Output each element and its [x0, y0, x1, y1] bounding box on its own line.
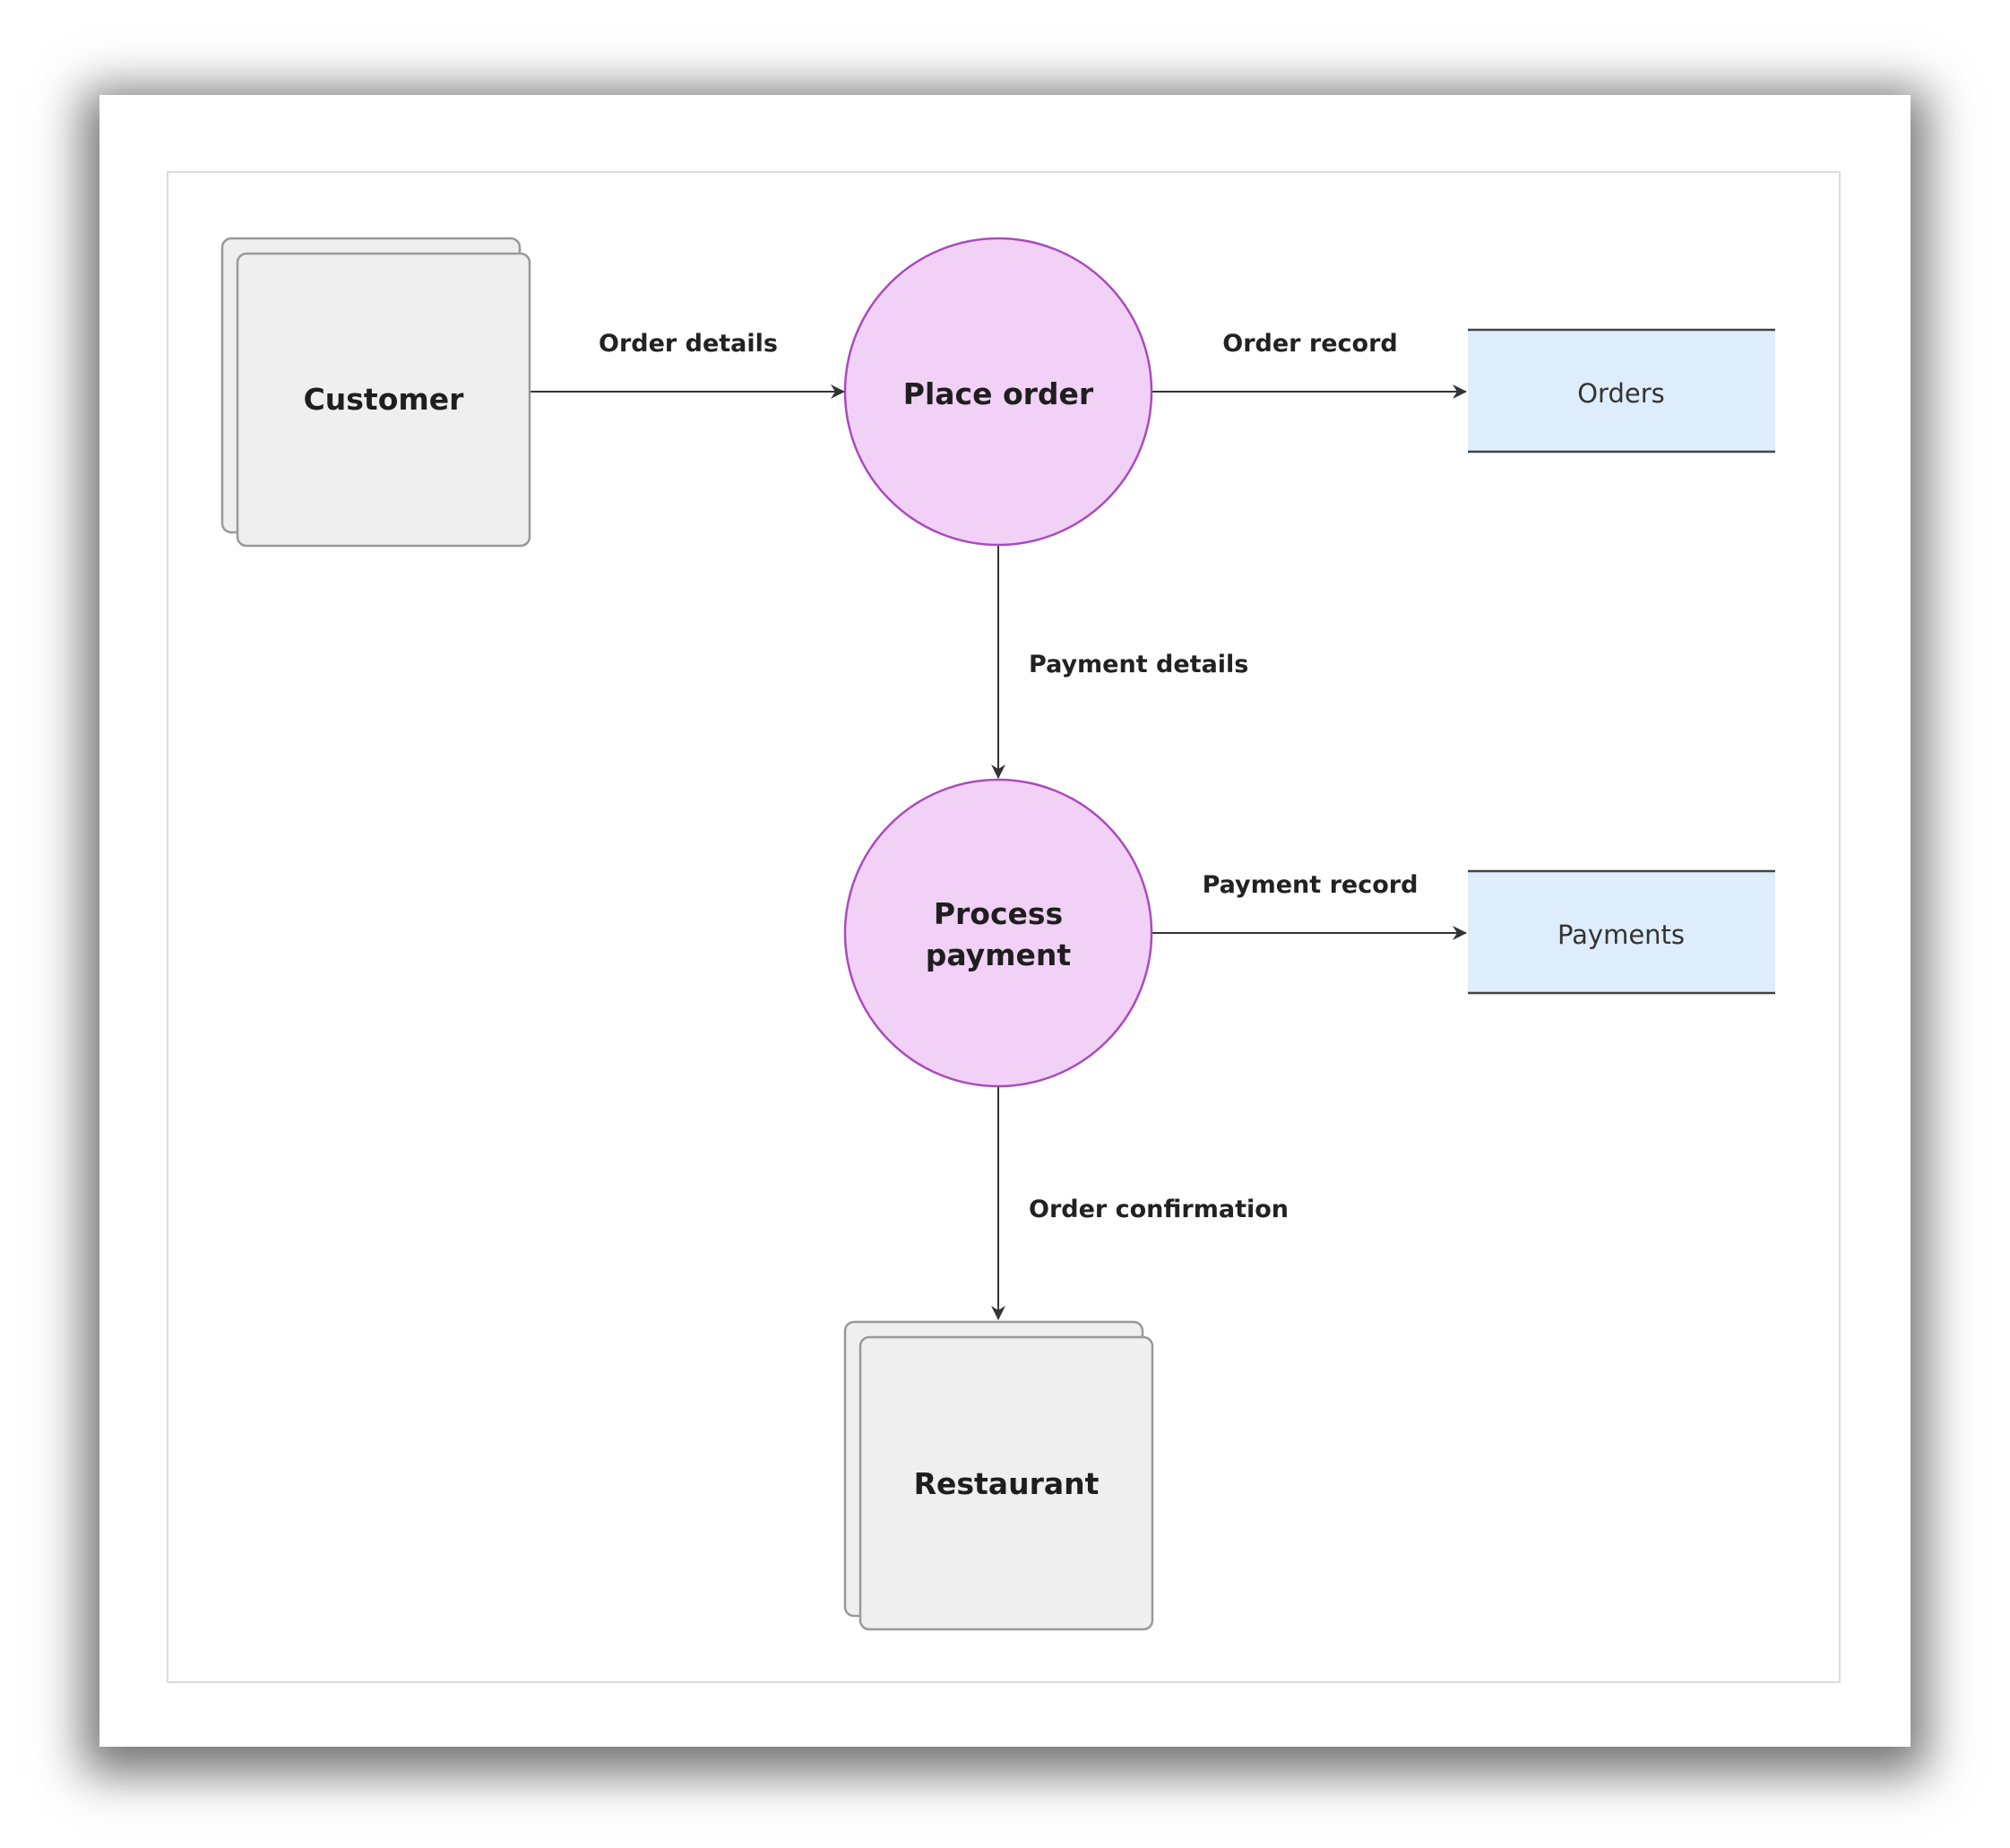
flow-label-order-record: Order record	[1222, 330, 1397, 358]
entity-customer[interactable]: Customer	[220, 237, 531, 548]
process-place-order-label: Place order	[903, 376, 1094, 411]
entity-restaurant[interactable]: Restaurant	[843, 1320, 1154, 1631]
store-payments-label: Payments	[1557, 920, 1685, 950]
flow-label-payment-record: Payment record	[1203, 871, 1419, 899]
store-payments[interactable]: Payments	[1468, 869, 1775, 995]
process-process-payment-label-line1: Process	[934, 896, 1063, 931]
entity-restaurant-front-card	[858, 1335, 1154, 1631]
flow-label-order-details: Order details	[599, 330, 778, 358]
store-orders-label: Orders	[1577, 378, 1665, 409]
entity-customer-front-card	[236, 252, 531, 548]
process-place-order-circle	[843, 237, 1153, 547]
process-process-payment-label-line2: payment	[926, 937, 1072, 972]
flow-label-order-confirmation: Order confirmation	[1029, 1196, 1289, 1223]
entity-restaurant-label: Restaurant	[914, 1466, 1100, 1501]
store-payments-fill	[1468, 871, 1775, 993]
process-process-payment-circle	[843, 778, 1153, 1088]
store-orders-fill	[1468, 330, 1775, 452]
process-process-payment[interactable]: Process payment	[843, 778, 1153, 1088]
entity-customer-label: Customer	[304, 382, 465, 417]
process-place-order[interactable]: Place order	[843, 237, 1153, 547]
flow-label-payment-details: Payment details	[1029, 651, 1248, 678]
store-orders[interactable]: Orders	[1468, 328, 1775, 453]
